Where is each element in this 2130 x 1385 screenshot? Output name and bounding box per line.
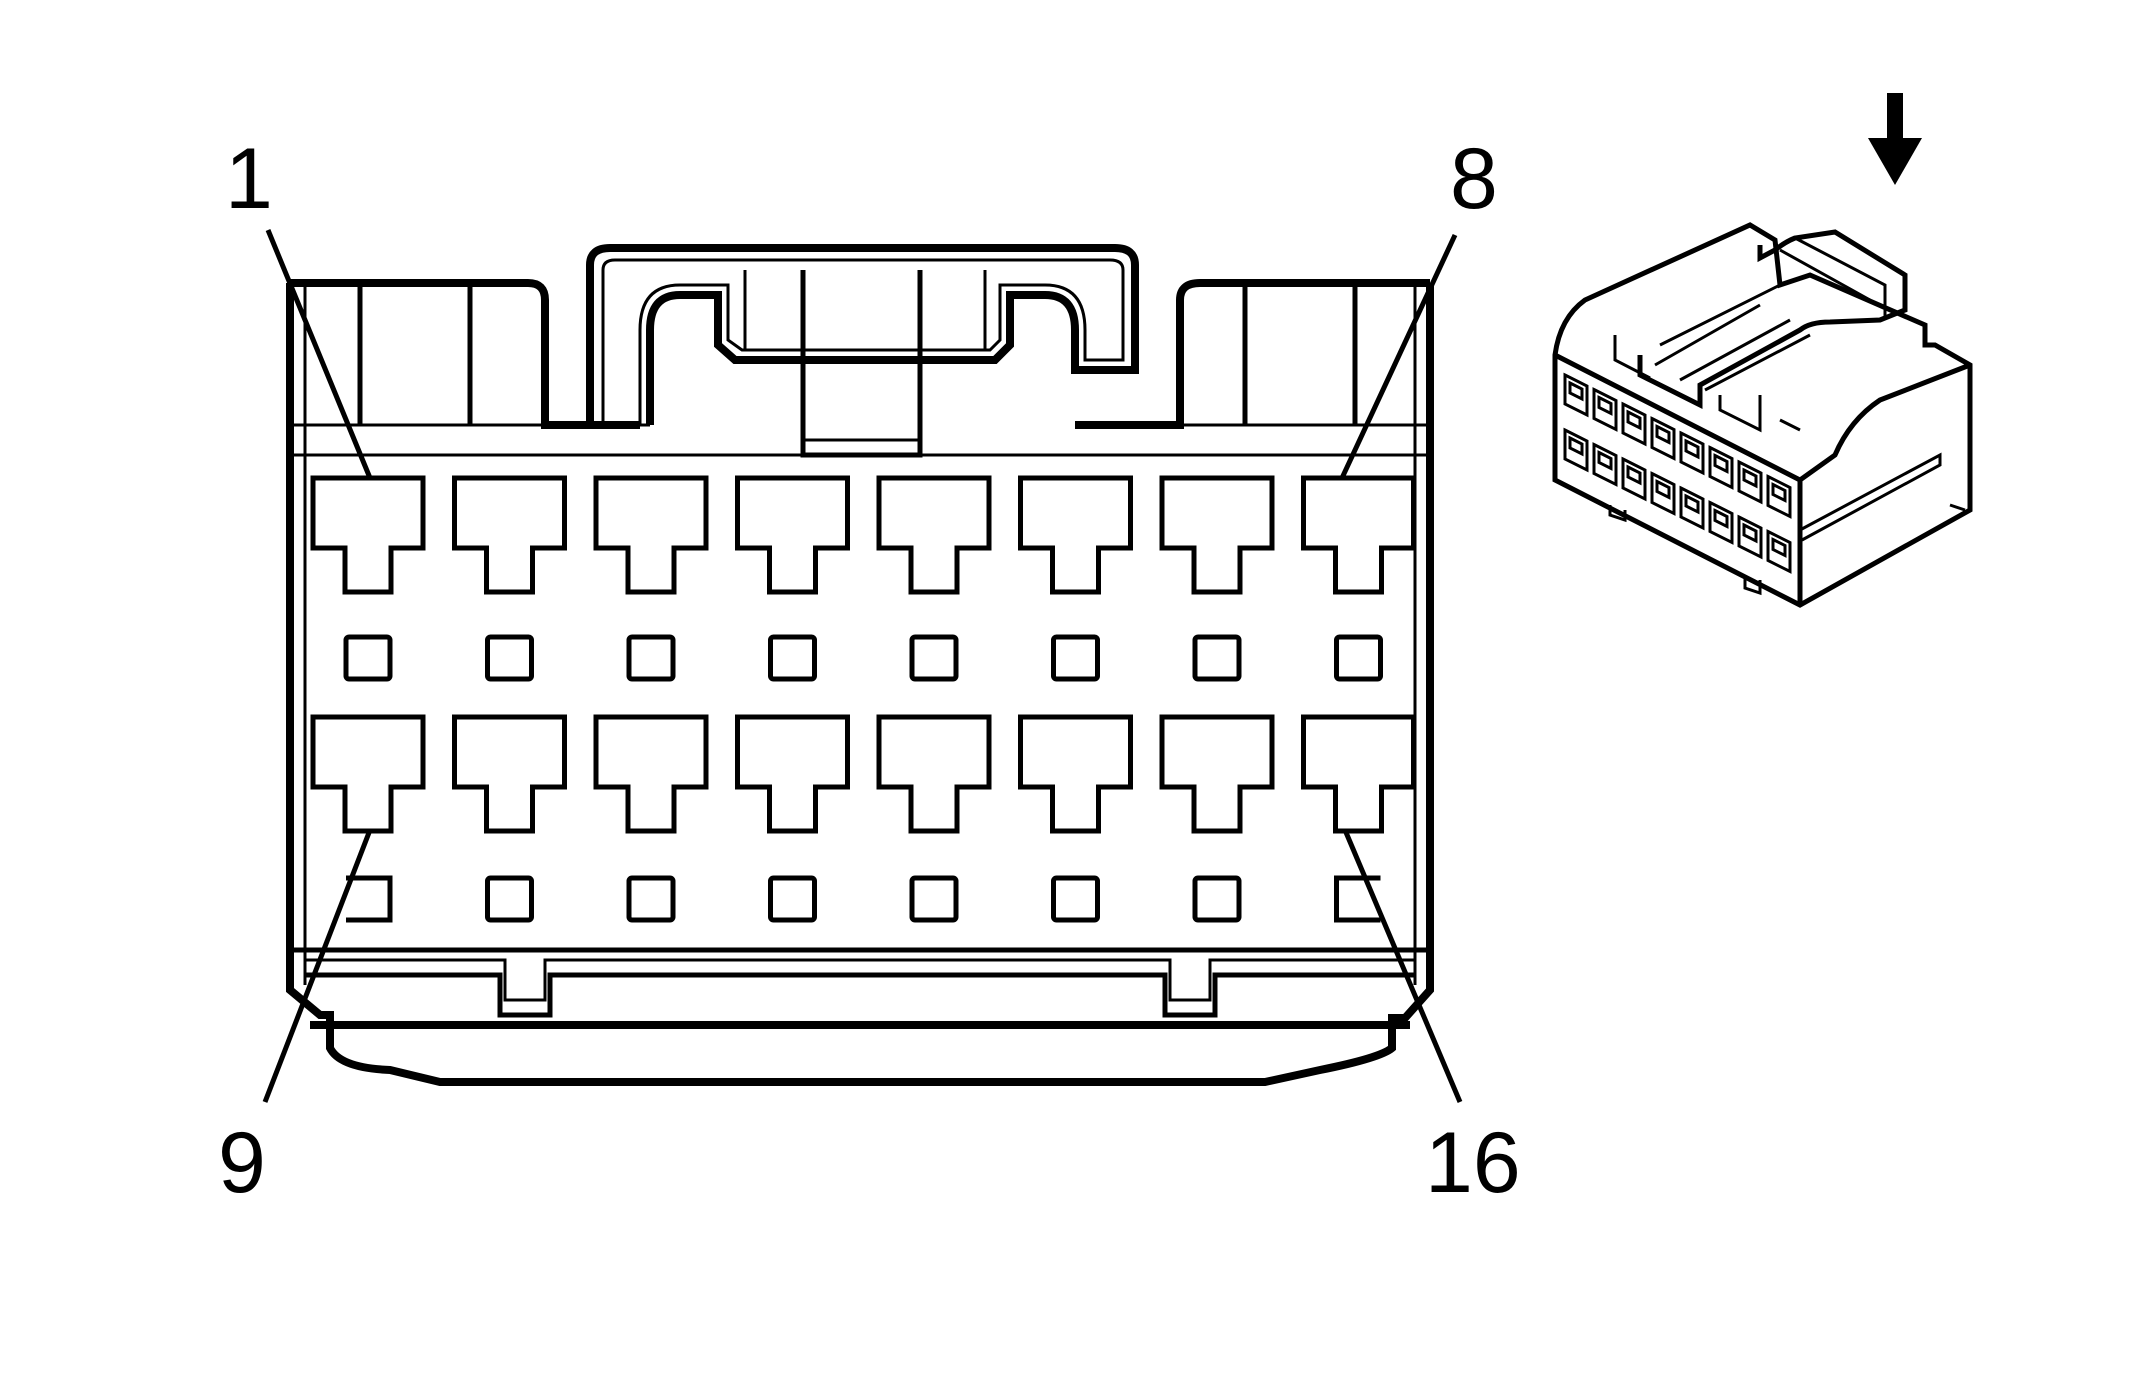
iso-cavity <box>1650 416 1676 461</box>
bottom-rib-segments <box>305 972 1415 1018</box>
pin-cavity-2 <box>452 475 567 595</box>
latch-outer <box>586 244 1139 425</box>
pin-cavity-5 <box>876 475 992 595</box>
pin-cavity-1 <box>310 475 426 595</box>
leader-pin-9 <box>262 829 373 1103</box>
lock-window-5 <box>909 634 959 682</box>
iso-body-outline <box>1552 222 1973 608</box>
lock-window-16 <box>1334 875 1381 923</box>
lock-window-14 <box>1051 875 1100 923</box>
pin-cavity-15 <box>1159 714 1275 834</box>
iso-feet <box>1608 505 1762 596</box>
top-right-block <box>1075 279 1430 429</box>
iso-cavity <box>1737 514 1763 560</box>
pin-cavity-8 <box>1301 475 1416 595</box>
pin-cavity-12 <box>735 714 850 834</box>
pin-cavity-7 <box>1159 475 1275 595</box>
lock-window-3 <box>626 634 676 682</box>
iso-cavity <box>1592 442 1618 487</box>
iso-cavity <box>1766 529 1792 574</box>
lock-window-6 <box>1051 634 1100 682</box>
iso-right-notch <box>1949 503 1966 512</box>
lock-window-15 <box>1192 875 1242 923</box>
lock-window-8 <box>1334 634 1383 682</box>
iso-cavity <box>1679 485 1705 531</box>
lock-window-11 <box>626 875 676 923</box>
iso-right-slot <box>1799 452 1942 542</box>
connector-face: 1 8 9 16 <box>218 131 1521 1211</box>
leader-pin-1 <box>265 229 373 479</box>
iso-cavity <box>1766 474 1792 519</box>
iso-cavity-grid <box>1563 372 1792 574</box>
housing-outline <box>286 283 1434 1086</box>
iso-cavity <box>1592 387 1618 432</box>
pin-cavity-11 <box>593 714 709 834</box>
pin-label-1: 1 <box>225 131 273 227</box>
leader-pin-8 <box>1339 233 1458 480</box>
lock-window-10 <box>485 875 534 923</box>
iso-cavity <box>1708 445 1734 490</box>
iso-cavity <box>1708 500 1734 545</box>
latch-inner <box>601 258 1125 425</box>
iso-cavity <box>1563 427 1589 473</box>
iso-cavity <box>1737 459 1763 505</box>
pin-label-16: 16 <box>1425 1115 1521 1211</box>
iso-latch-ribs <box>1613 335 1801 433</box>
lock-window-4 <box>768 634 817 682</box>
pin-label-8: 8 <box>1450 131 1498 227</box>
pin-cavity-10 <box>452 714 567 834</box>
terminal-cavities <box>310 475 1416 923</box>
lock-window-7 <box>1192 634 1242 682</box>
iso-cavity <box>1650 471 1676 516</box>
leader-pin-16 <box>1342 829 1463 1103</box>
pin-cavity-3 <box>593 475 709 595</box>
pin-cavity-13 <box>876 714 992 834</box>
pin-cavity-16 <box>1301 714 1416 834</box>
iso-latch-rails <box>1654 236 1887 392</box>
down-arrow-icon <box>1868 93 1922 185</box>
lock-window-2 <box>485 634 534 682</box>
top-left-block <box>290 279 640 429</box>
iso-cavity <box>1621 401 1647 447</box>
lock-window-13 <box>909 875 959 923</box>
pin-label-9: 9 <box>218 1115 266 1211</box>
bottom-rib-inner <box>305 958 1415 1002</box>
pin-cavity-9 <box>310 714 426 834</box>
lock-window-1 <box>343 634 393 682</box>
lock-window-9 <box>346 875 393 923</box>
iso-cavity <box>1679 430 1705 476</box>
pin-cavity-14 <box>1018 714 1133 834</box>
iso-latch <box>1637 229 1908 410</box>
iso-cavity <box>1621 456 1647 502</box>
pin-cavity-6 <box>1018 475 1133 595</box>
lock-window-12 <box>768 875 817 923</box>
pin-cavity-4 <box>735 475 850 595</box>
connector-isometric-view <box>1552 222 1973 608</box>
iso-right-face <box>1798 362 1971 483</box>
iso-cavity <box>1563 372 1589 418</box>
